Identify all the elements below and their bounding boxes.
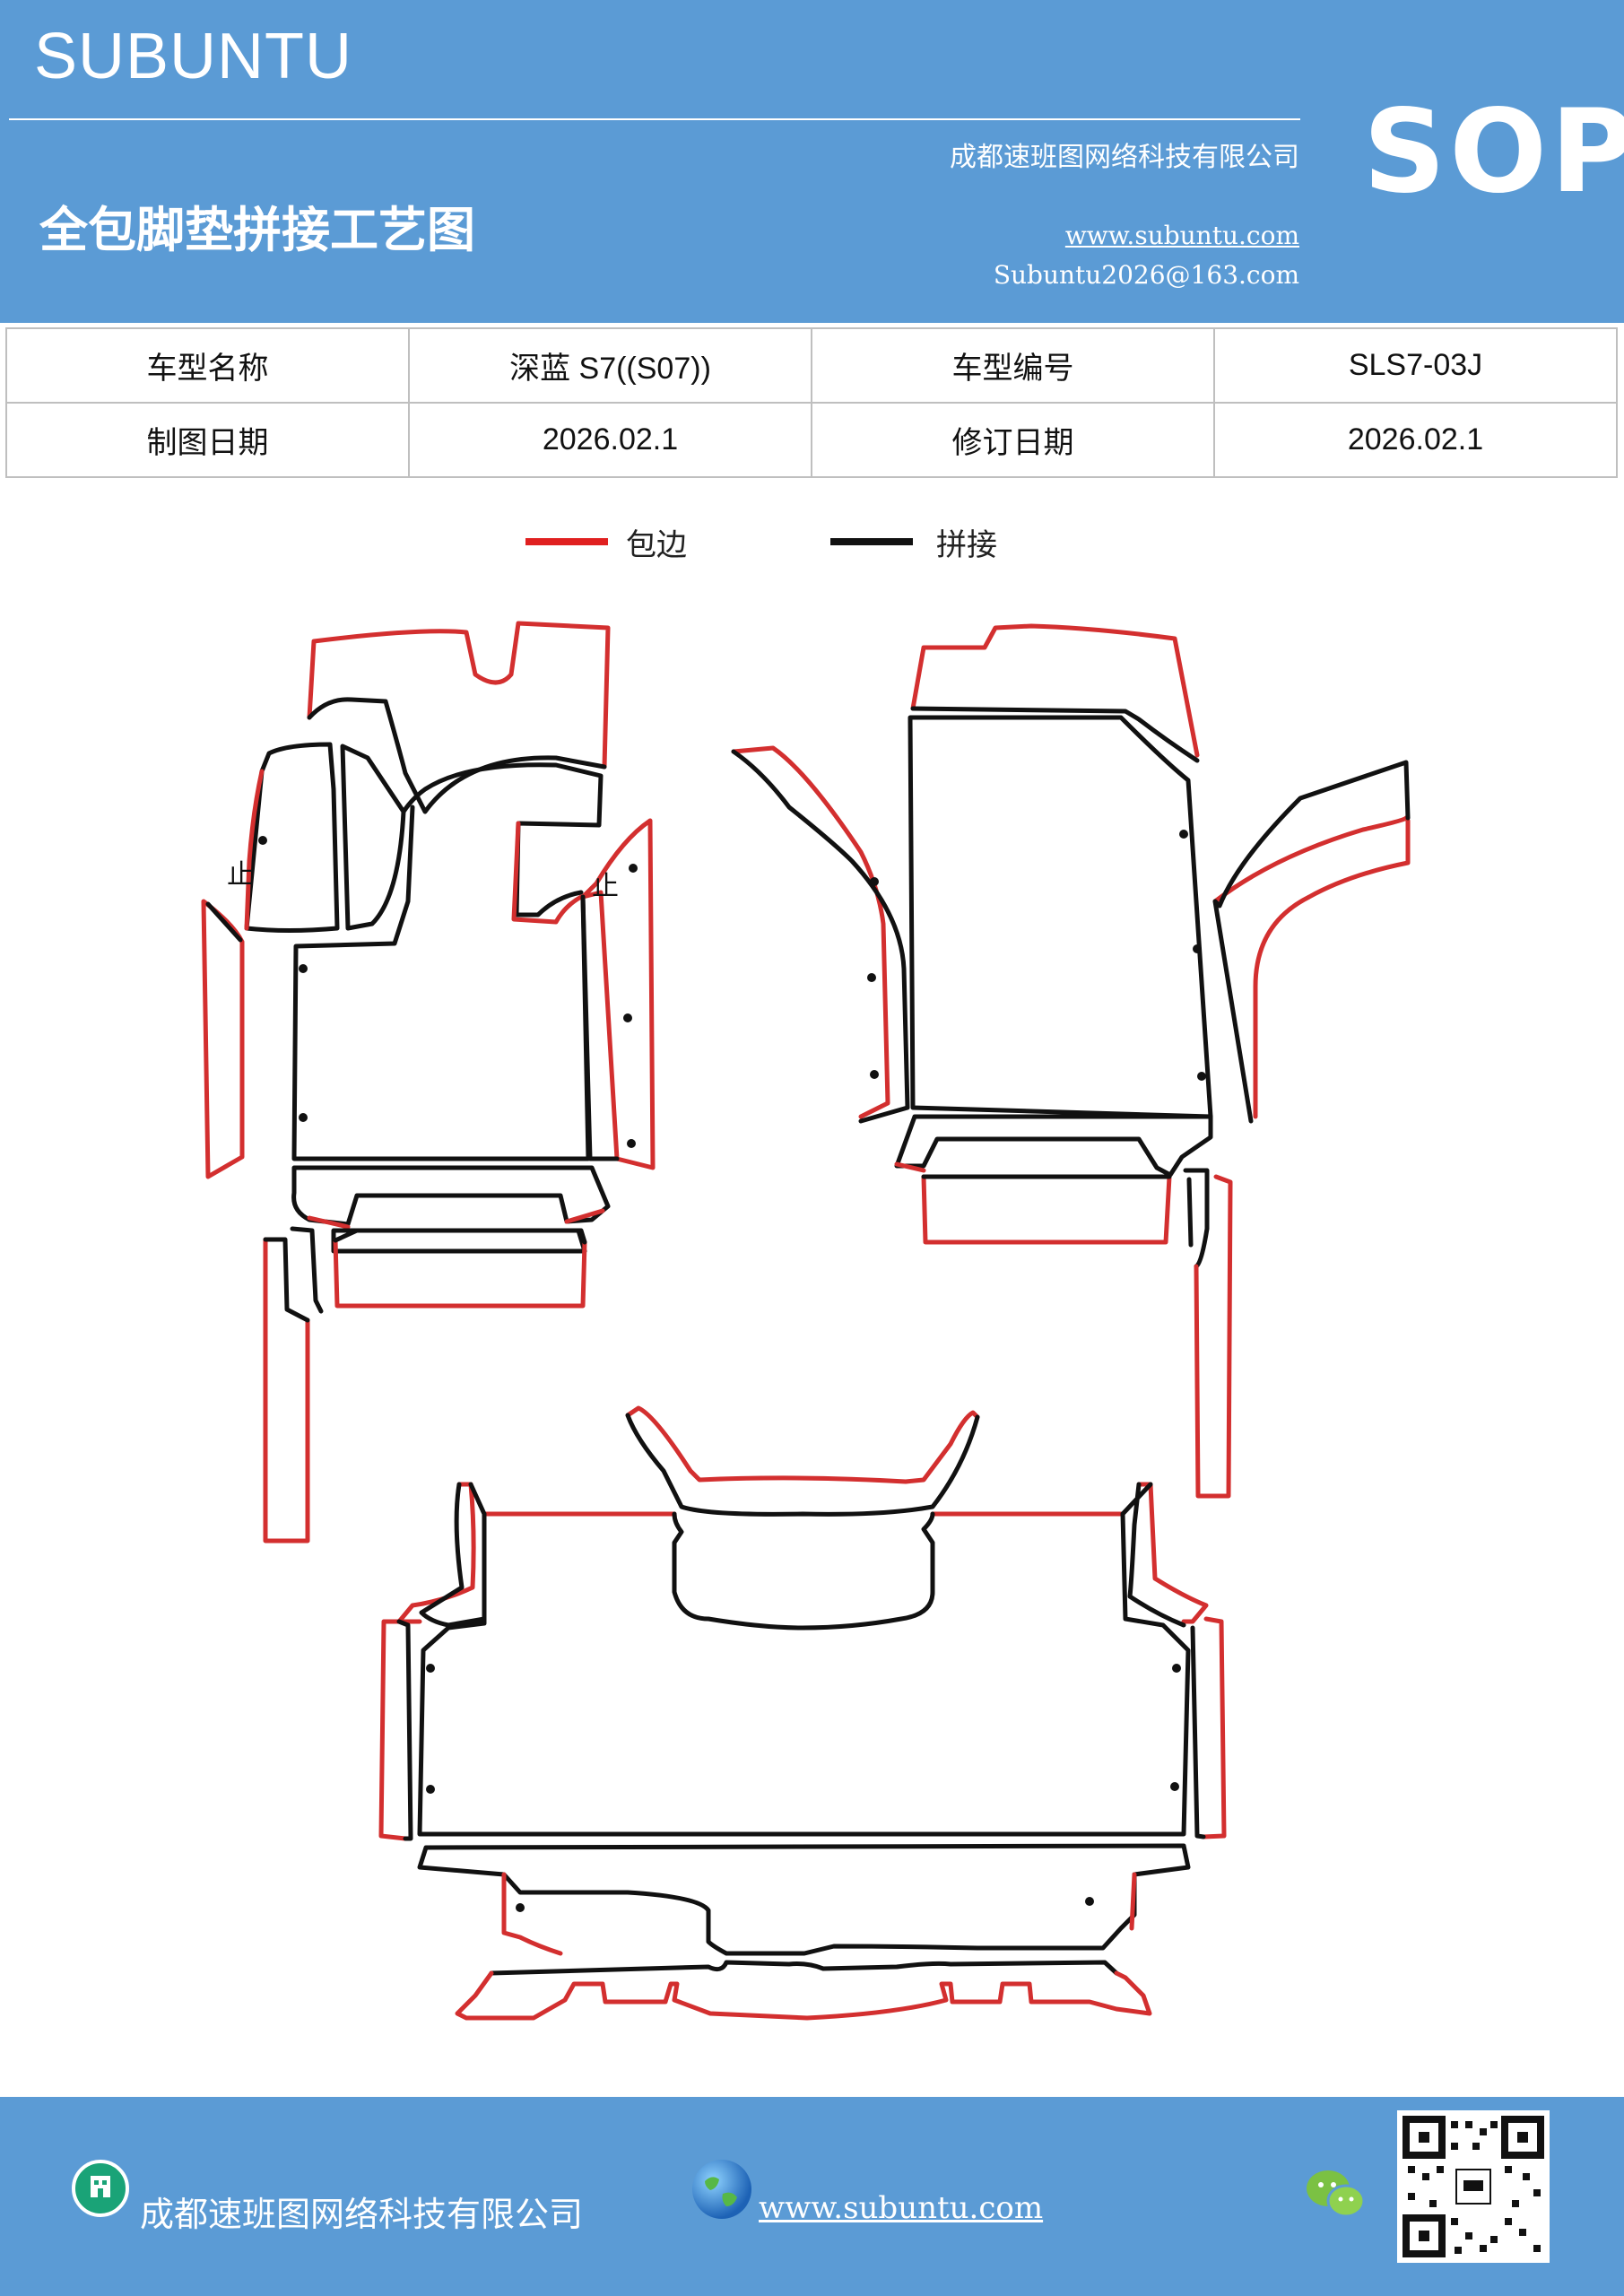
passenger-right-strip <box>1212 815 1411 1119</box>
driver-sill-pad <box>333 1238 587 1309</box>
legend-swatch-seam <box>830 538 913 545</box>
wechat-icon <box>1305 2167 1368 2221</box>
value-revise-date: 2026.02.1 <box>1213 402 1618 478</box>
table-row: 制图日期 2026.02.1 修订日期 2026.02.1 <box>5 402 1618 478</box>
rear-right-strip <box>1201 1616 1227 1839</box>
sop-badge: SOP <box>1363 85 1624 219</box>
driver-inner-pad <box>340 744 406 931</box>
driver-top-panel <box>307 621 611 770</box>
header: SUBUNTU 成都速班图网络科技有限公司 全包脚垫拼接工艺图 www.subu… <box>0 0 1624 323</box>
legend: 包边 拼接 <box>0 520 1624 574</box>
passenger-heel-pad <box>894 1114 1213 1178</box>
info-table: 车型名称 深蓝 S7((S07)) 车型编号 SLS7-03J 制图日期 202… <box>5 327 1618 478</box>
table-row: 车型名称 深蓝 S7((S07)) 车型编号 SLS7-03J <box>5 327 1618 404</box>
value-model-code: SLS7-03J <box>1213 327 1618 404</box>
driver-side-strip <box>263 1237 310 1544</box>
rear-main-mat <box>417 1511 1191 1837</box>
driver-left-pad <box>244 742 340 933</box>
value-model-name: 深蓝 S7((S07)) <box>408 327 812 404</box>
passenger-top-panel <box>910 623 1200 758</box>
footer-company: 成都速班图网络科技有限公司 <box>140 2195 584 2234</box>
passenger-side-strip <box>1194 1174 1233 1499</box>
rear-left-wing <box>396 1482 476 1624</box>
driver-left-strip <box>201 899 245 1179</box>
footer: 成都速班图网络科技有限公司 www.subuntu.com <box>0 2097 1624 2296</box>
passenger-sill-pad <box>921 1174 1172 1245</box>
driver-main-mat <box>291 804 591 1161</box>
rear-mat-group <box>378 1405 1227 2021</box>
label-model-code: 车型编号 <box>811 327 1215 404</box>
globe-icon <box>692 2160 751 2219</box>
rear-left-strip <box>378 1619 408 1841</box>
company-name: 成都速班图网络科技有限公司 <box>950 142 1299 173</box>
website-link[interactable]: www.subuntu.com <box>1064 221 1299 250</box>
rear-right-wing <box>1136 1482 1209 1624</box>
rear-tunnel-pad <box>672 1511 935 1631</box>
passenger-main-mat <box>908 715 1213 1119</box>
driver-heel-pad <box>291 1165 611 1227</box>
driver-mat-group: 止 止 <box>201 621 656 1544</box>
label-revise-date: 修订日期 <box>811 402 1215 478</box>
email-text: Subuntu2026@163.com <box>993 260 1299 290</box>
brand-logo: SUBUNTU <box>34 21 353 92</box>
qr-code[interactable] <box>1397 2110 1550 2263</box>
value-draw-date: 2026.02.1 <box>408 402 812 478</box>
rear-bottom-strip <box>455 1970 1152 2021</box>
building-icon <box>72 2160 129 2217</box>
rear-footwell-pad <box>417 1843 1191 1956</box>
rear-tunnel-top <box>625 1405 980 1484</box>
footer-website-link[interactable]: www.subuntu.com <box>759 2190 1044 2226</box>
stop-marker: 止 <box>592 871 619 902</box>
passenger-mat-group <box>731 623 1411 1499</box>
passenger-left-strip <box>731 745 890 1119</box>
stop-marker: 止 <box>227 859 254 891</box>
header-divider <box>9 118 1300 120</box>
label-model-name: 车型名称 <box>5 327 410 404</box>
legend-label-seam: 拼接 <box>936 527 997 563</box>
driver-right-strip <box>580 818 656 1170</box>
page-title: 全包脚垫拼接工艺图 <box>39 201 475 258</box>
label-draw-date: 制图日期 <box>5 402 410 478</box>
legend-label-edge: 包边 <box>626 527 687 563</box>
legend-swatch-edge <box>525 538 608 545</box>
